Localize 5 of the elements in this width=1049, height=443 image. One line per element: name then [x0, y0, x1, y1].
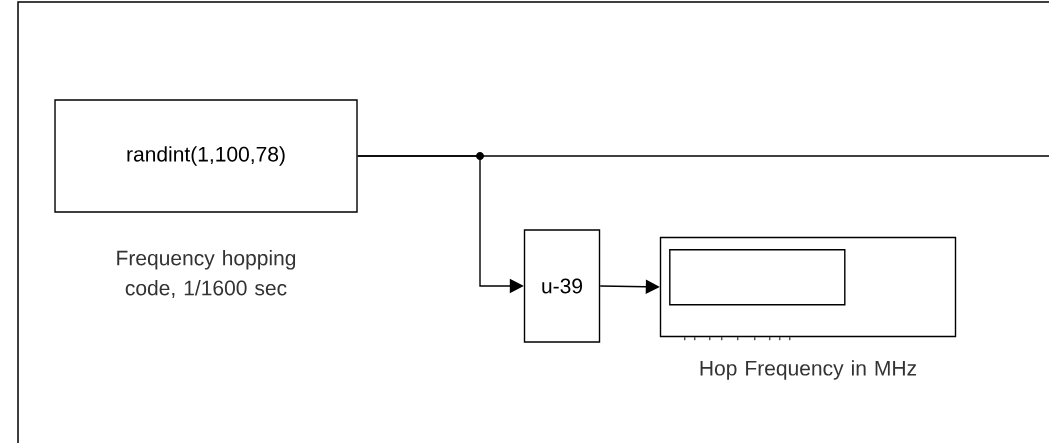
display-block [659, 236, 957, 341]
function-block: u-39 [523, 229, 601, 343]
function-block: randint(1,100,78) [54, 99, 358, 213]
block-caption: Frequency hopping code, 1/1600 sec [117, 250, 296, 298]
block-caption: Hop Frequency in MHz [700, 360, 917, 380]
